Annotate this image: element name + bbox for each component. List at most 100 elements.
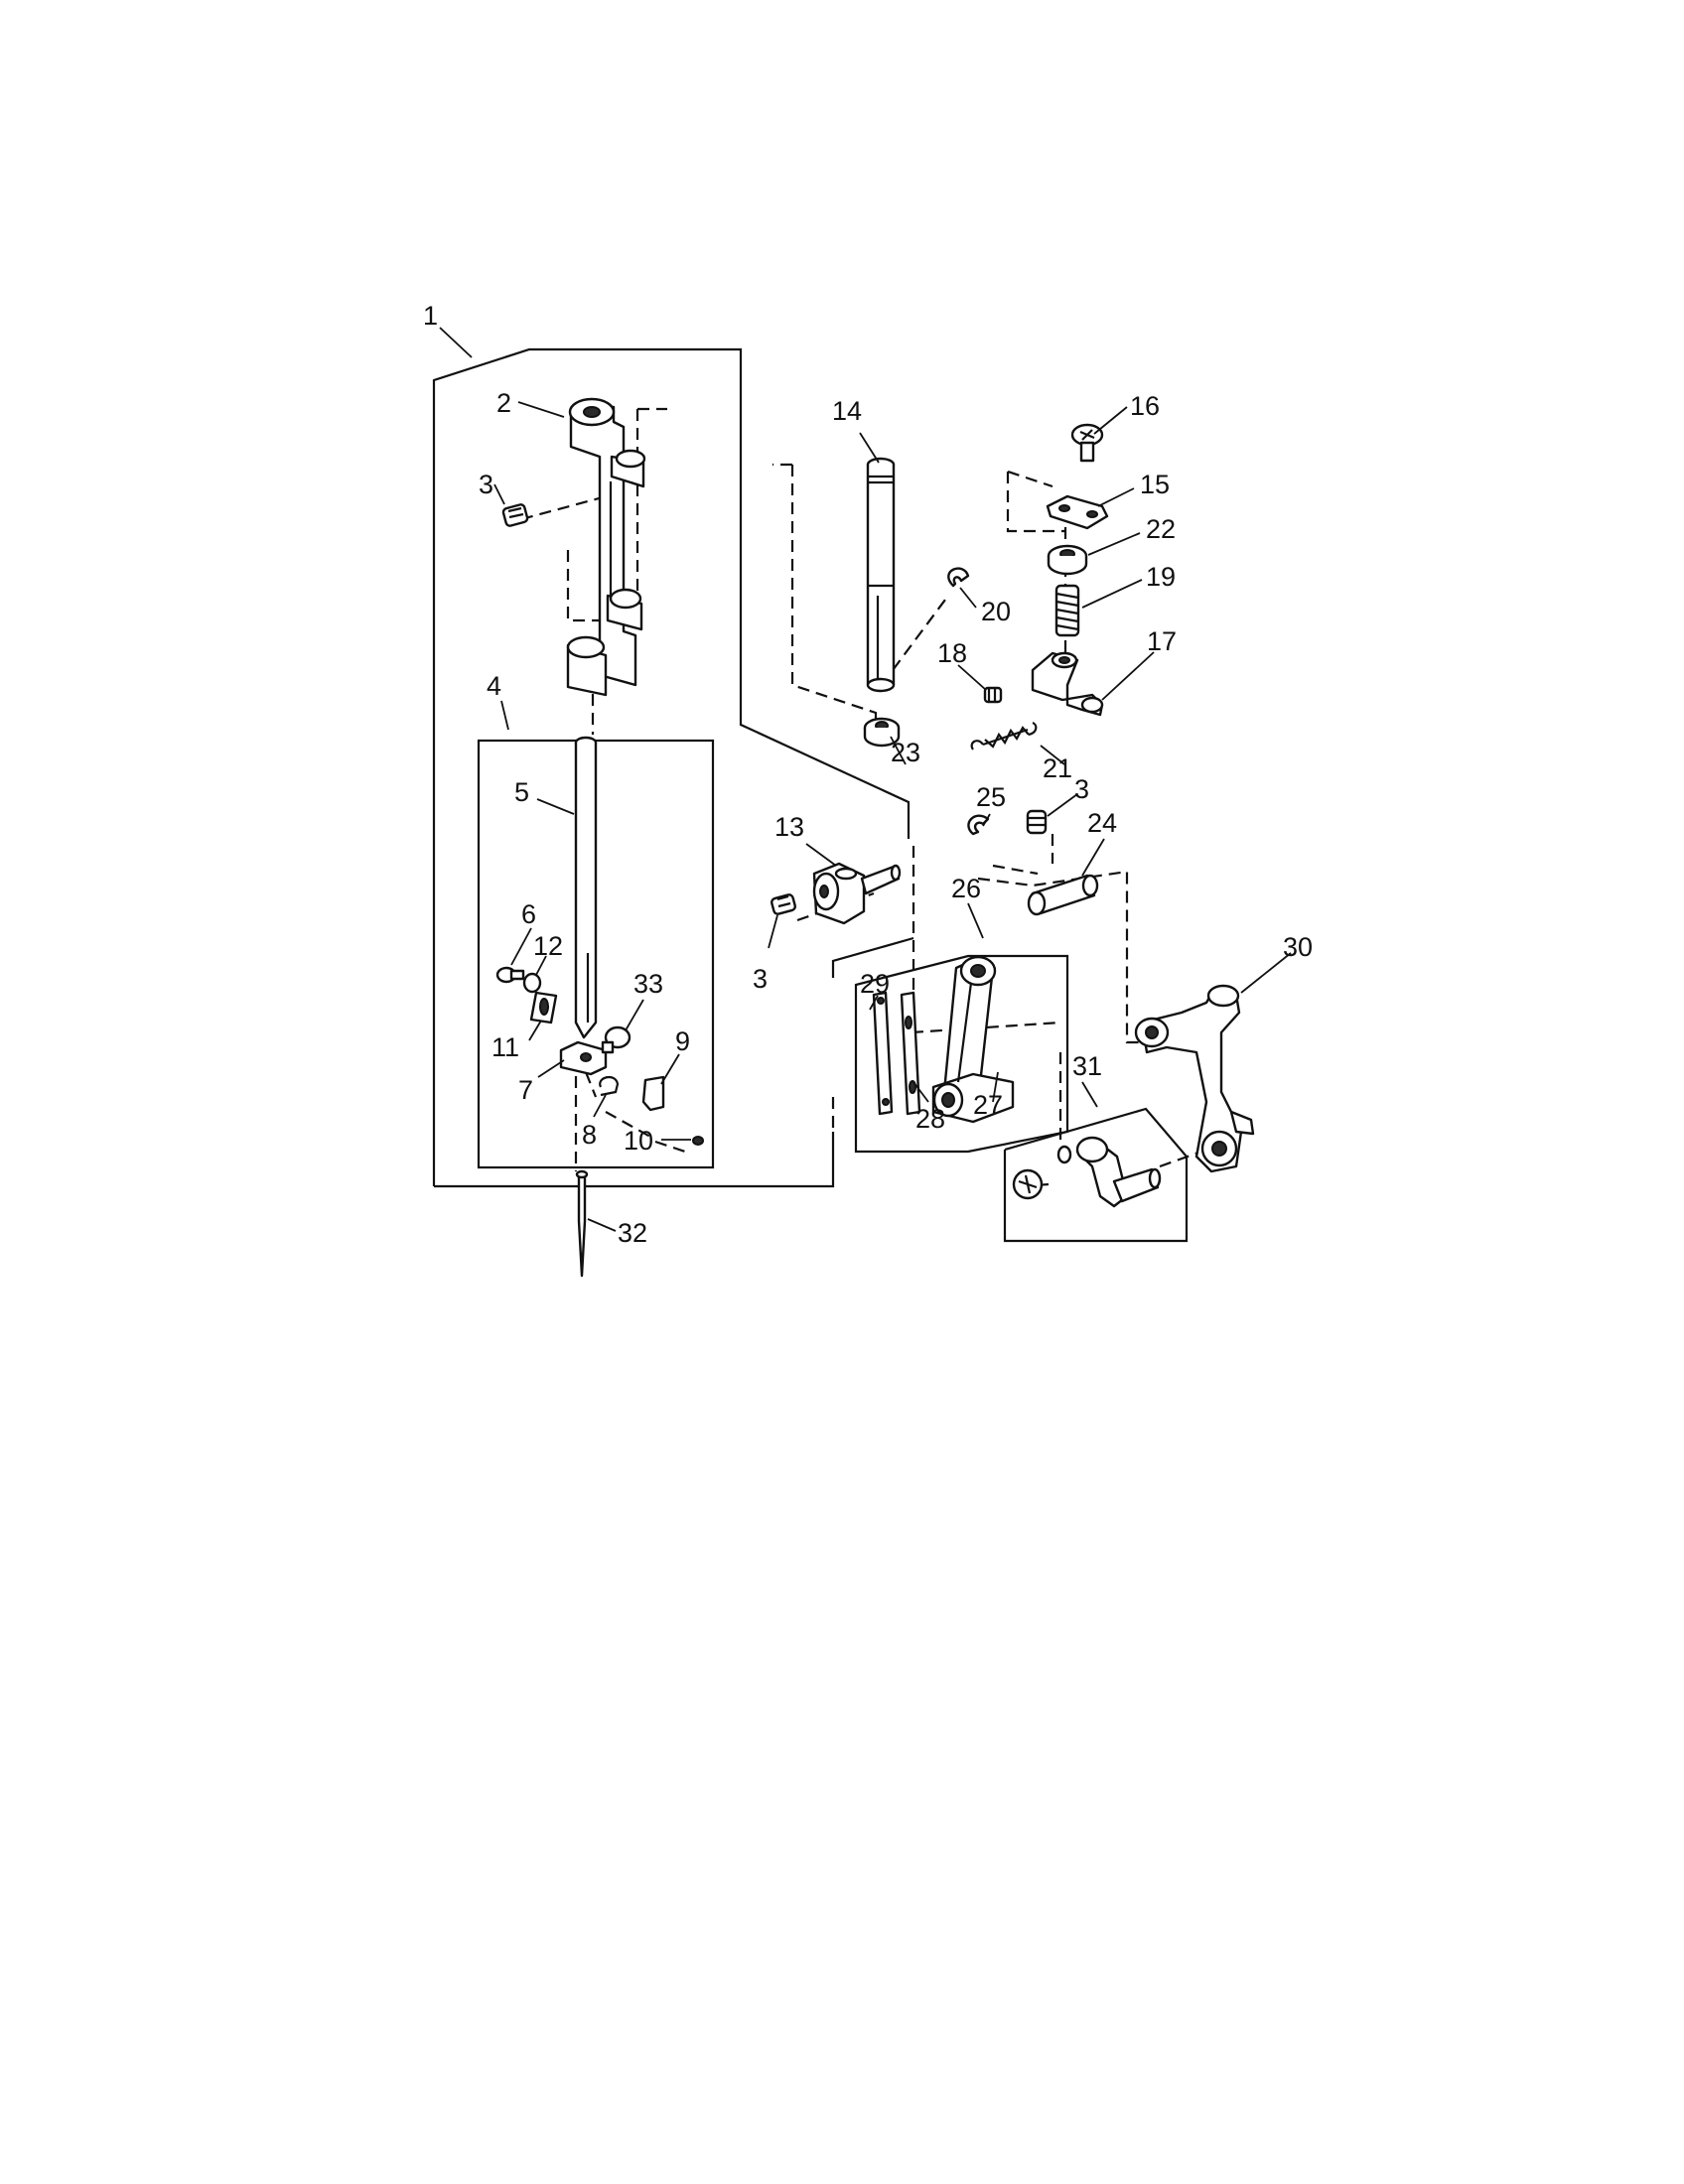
leader-line xyxy=(493,483,505,505)
alignment-line xyxy=(790,465,878,727)
leader-line xyxy=(1047,793,1078,817)
part-clip-11 xyxy=(529,991,558,1024)
part-screw-16 xyxy=(1070,423,1104,463)
part-link-28 xyxy=(900,991,921,1116)
callout-14: 14 xyxy=(832,396,862,426)
leader-line xyxy=(1081,838,1105,877)
leader-line xyxy=(1097,487,1135,507)
callout-12: 12 xyxy=(533,931,563,961)
assembly-frame-1-bottom xyxy=(434,1132,835,1188)
alignment-line xyxy=(992,864,1039,876)
callout-26: 26 xyxy=(951,874,981,903)
leader-line xyxy=(959,587,977,609)
part-spring-21 xyxy=(970,721,1038,751)
callout-31: 31 xyxy=(1072,1051,1102,1081)
callout-10: 10 xyxy=(624,1126,653,1156)
callout-6: 6 xyxy=(521,899,536,929)
leader-line xyxy=(1087,532,1141,556)
callout-2: 2 xyxy=(496,388,511,418)
part-washer-23 xyxy=(863,717,901,748)
callout-18: 18 xyxy=(937,638,967,668)
part-guide-9 xyxy=(641,1075,665,1112)
leader-line xyxy=(528,1020,542,1041)
assembly-frame-31 xyxy=(1003,1107,1189,1243)
part-guide-bracket-17 xyxy=(1031,651,1104,717)
part-link-29 xyxy=(872,991,894,1116)
part-washer-12 xyxy=(522,972,542,994)
callout-13: 13 xyxy=(774,812,804,842)
leader-line xyxy=(593,1094,607,1118)
leader-line xyxy=(587,1218,617,1232)
callout-21: 21 xyxy=(1043,753,1072,783)
part-spring-19 xyxy=(1054,584,1080,637)
assembly-frame-1-right xyxy=(831,936,914,978)
part-plate-15 xyxy=(1046,494,1109,530)
leader-line xyxy=(992,1071,999,1103)
callout-24: 24 xyxy=(1087,808,1117,838)
alignment-line xyxy=(1006,472,1066,533)
assembly-frame-1 xyxy=(432,347,911,1186)
part-screw-6 xyxy=(495,966,525,984)
part-shaft-13 xyxy=(812,862,902,925)
callout-8: 8 xyxy=(582,1120,597,1150)
part-screw-10 xyxy=(692,1136,704,1146)
leader-line xyxy=(967,902,984,939)
leader-line xyxy=(517,401,565,418)
leader-line xyxy=(1240,952,1292,994)
callout-27: 27 xyxy=(973,1090,1003,1120)
leader-line xyxy=(912,1081,929,1103)
callout-9: 9 xyxy=(675,1026,690,1056)
callout-3: 3 xyxy=(479,470,493,499)
callout-11: 11 xyxy=(491,1032,519,1062)
leader-line xyxy=(957,664,987,691)
part-crank-31 xyxy=(1012,1136,1162,1208)
callout-22: 22 xyxy=(1146,514,1176,544)
part-e-ring-20 xyxy=(947,567,970,588)
callout-25: 25 xyxy=(976,782,1006,812)
callout-labels: 1 2 3 4 5 6 12 11 7 33 8 9 10 32 14 16 1… xyxy=(423,301,1313,1248)
callout-7: 7 xyxy=(518,1075,533,1105)
leader-line xyxy=(1040,745,1065,765)
callout-16: 16 xyxy=(1130,391,1160,421)
alignment-line xyxy=(584,1071,598,1098)
alignment-line xyxy=(911,1021,1061,1034)
leader-line xyxy=(535,955,547,976)
leader-line xyxy=(1081,579,1143,609)
part-e-ring-25 xyxy=(967,814,990,836)
leader-line xyxy=(439,327,473,358)
callout-28: 28 xyxy=(915,1104,945,1134)
part-link-27 xyxy=(931,955,1015,1124)
callout-3b: 3 xyxy=(753,964,768,994)
leader-line xyxy=(660,1053,680,1085)
callout-29: 29 xyxy=(860,969,890,999)
alignment-line xyxy=(1159,1150,1202,1168)
leader-line xyxy=(890,736,907,765)
part-set-screw-13 xyxy=(771,893,796,915)
callout-30: 30 xyxy=(1283,932,1313,962)
leader-line xyxy=(1101,651,1155,701)
part-pin-24 xyxy=(1027,874,1099,916)
alignment-line xyxy=(1007,470,1053,488)
callout-32: 32 xyxy=(618,1218,647,1248)
part-needle-bar xyxy=(574,736,598,1039)
alignment-line xyxy=(977,870,1147,1044)
leader-line xyxy=(510,927,532,966)
leader-line xyxy=(869,995,879,1011)
callout-1: 1 xyxy=(423,301,438,331)
alignment-line xyxy=(605,1111,651,1138)
leader-line xyxy=(1093,406,1128,435)
callout-33: 33 xyxy=(633,969,663,999)
part-set-screw xyxy=(501,503,529,527)
callout-19: 19 xyxy=(1146,562,1176,592)
leader-line xyxy=(537,1059,565,1078)
part-set-screw-18 xyxy=(983,686,1003,704)
alignment-line xyxy=(520,492,615,521)
part-spring-8 xyxy=(599,1075,620,1097)
callout-20: 20 xyxy=(981,597,1011,626)
part-needle-32 xyxy=(575,1169,589,1278)
part-presser-bar-14 xyxy=(866,457,896,693)
leader-line xyxy=(1081,1081,1098,1108)
alignment-line xyxy=(654,1140,686,1154)
part-thread-guide-7 xyxy=(559,1040,608,1076)
